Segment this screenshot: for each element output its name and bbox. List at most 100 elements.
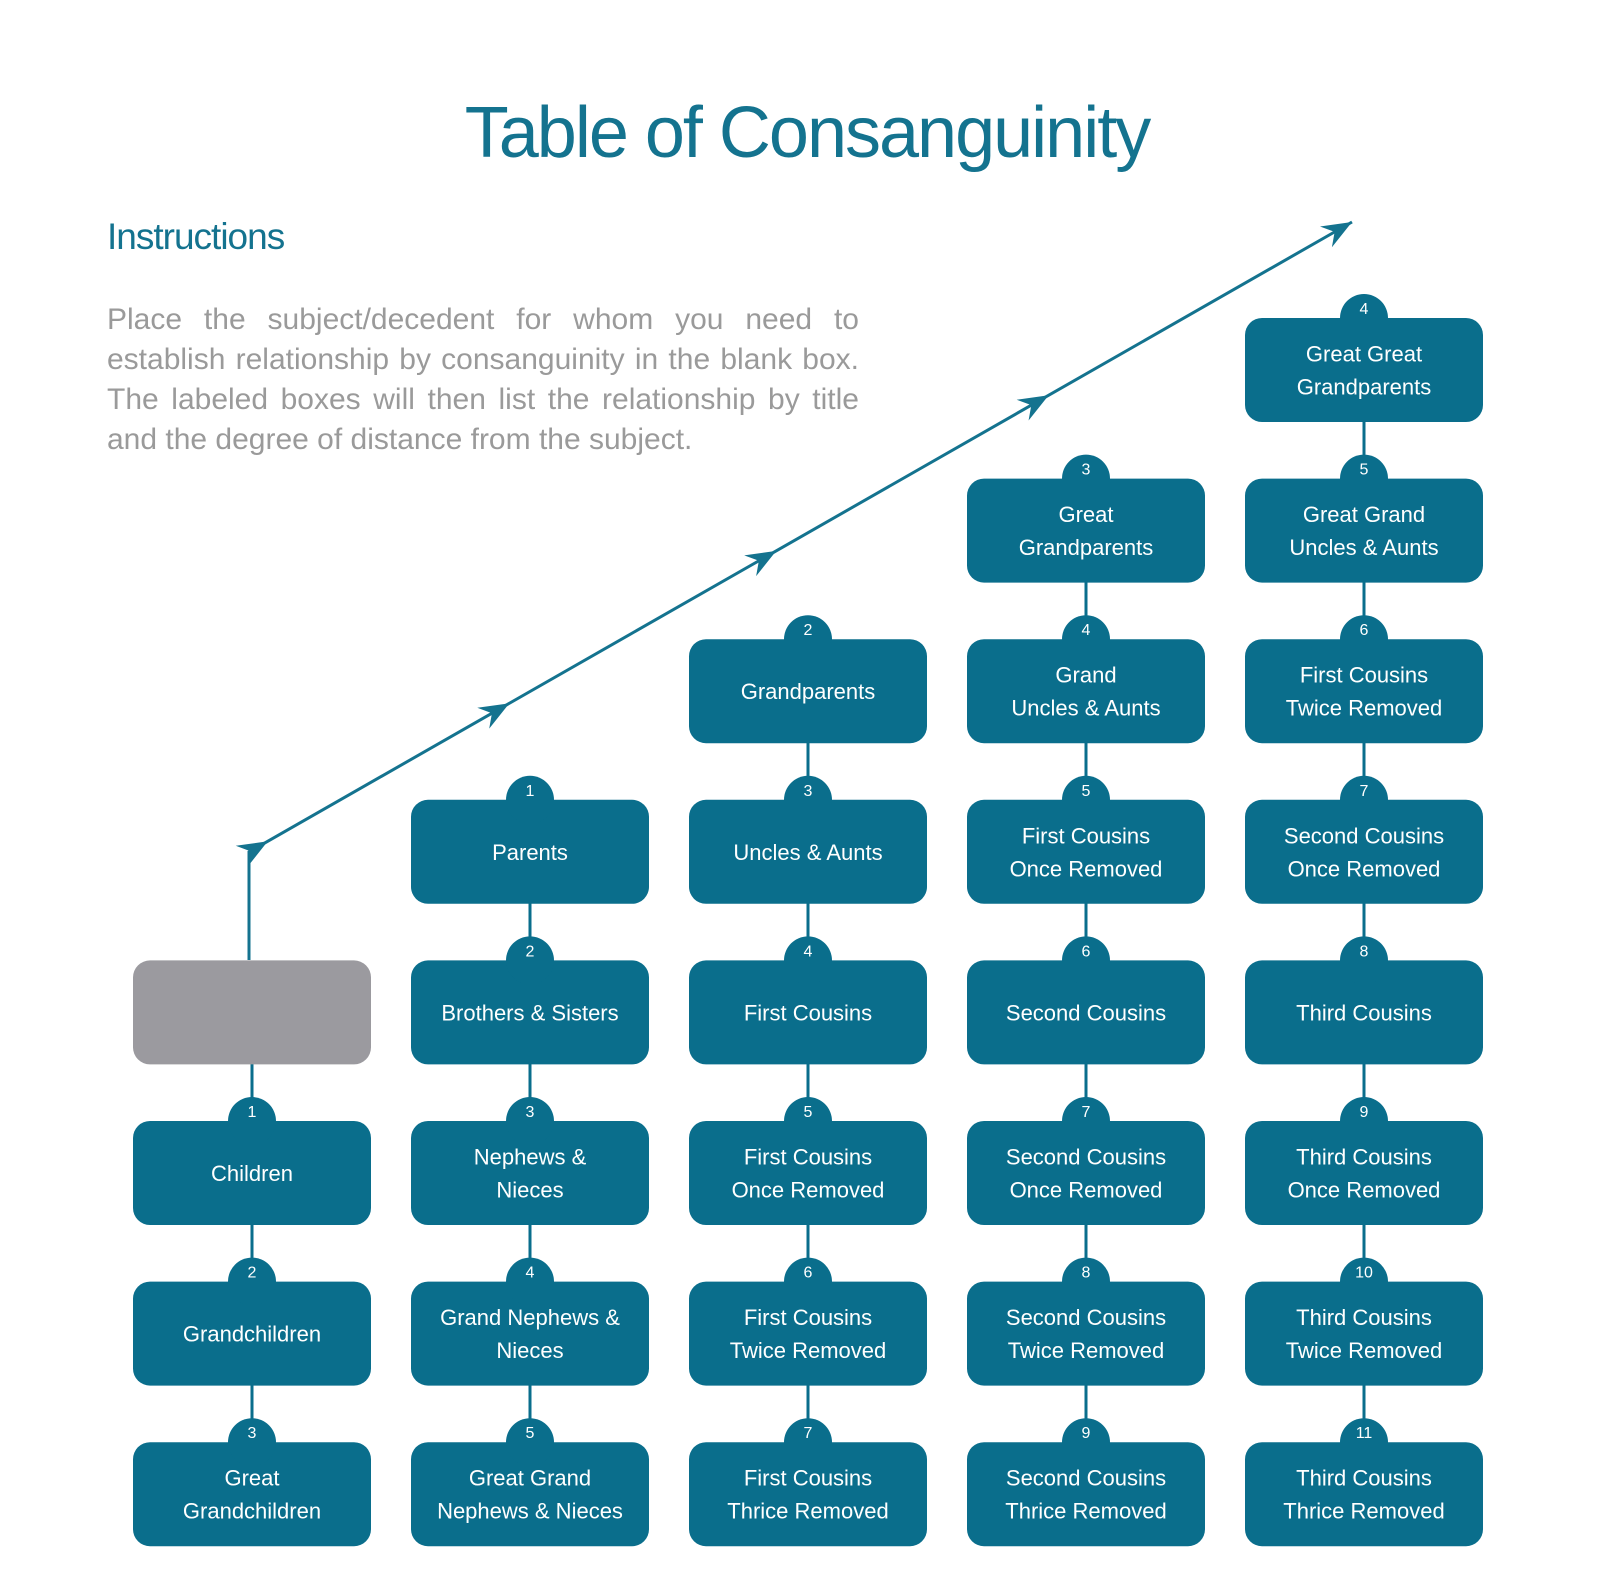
box-shape	[689, 1442, 927, 1547]
box-shape	[967, 1121, 1205, 1225]
degree-badge	[1340, 454, 1388, 503]
box-shape	[411, 1442, 649, 1547]
relationship-label: Grandchildren	[183, 1499, 321, 1524]
relationship-label: Thrice Removed	[1005, 1499, 1166, 1524]
relationship-label: Third Cousins	[1296, 1466, 1432, 1491]
box-shape	[133, 1442, 371, 1547]
degree-badge	[506, 775, 554, 824]
relationship-label: Second Cousins	[1006, 1145, 1166, 1170]
relationship-label: Great Grand	[1303, 502, 1425, 527]
box-shape	[967, 1281, 1205, 1386]
degree-number: 7	[1360, 783, 1369, 800]
box-shape	[133, 1121, 371, 1225]
degree-badge	[1062, 936, 1110, 985]
relationship-label: Grand	[1055, 663, 1116, 688]
box-shape	[967, 1442, 1205, 1547]
degree-badge	[1062, 454, 1110, 503]
arrowhead	[1016, 395, 1049, 421]
box-shape	[689, 799, 927, 904]
relationship-boxes: 1Children2Grandchildren3GreatGrandchildr…	[133, 294, 1483, 1547]
relationship-label: Nieces	[496, 1178, 563, 1203]
degree-number: 9	[1360, 1104, 1369, 1121]
degree-number: 4	[526, 1265, 535, 1282]
relationship-label: Second Cousins	[1284, 823, 1444, 848]
degree-number: 1	[248, 1104, 257, 1121]
relationship-label: Third Cousins	[1296, 1305, 1432, 1330]
degree-badge	[1340, 1418, 1388, 1467]
relationship-label: Children	[211, 1161, 293, 1186]
box-shape	[689, 639, 927, 744]
arrowhead	[1319, 222, 1352, 248]
relationship-label: Once Removed	[1288, 856, 1441, 881]
degree-badge	[1340, 1097, 1388, 1145]
relationship-label: Nephews &	[474, 1145, 587, 1170]
relationship-label: Second Cousins	[1006, 1466, 1166, 1491]
degree-number: 10	[1355, 1265, 1373, 1282]
box-shape	[1245, 960, 1483, 1065]
relationship-label: Once Removed	[732, 1178, 885, 1203]
relationship-label: Thrice Removed	[727, 1499, 888, 1524]
relationship-label: Grandparents	[741, 679, 876, 704]
degree-number: 2	[248, 1265, 257, 1282]
relationship-label: Grandparents	[1297, 375, 1432, 400]
arrowhead	[235, 841, 268, 867]
degree-number: 6	[1082, 943, 1091, 960]
degree-badge	[1062, 1418, 1110, 1467]
degree-number: 5	[1360, 462, 1369, 479]
box-shape	[1245, 1442, 1483, 1547]
box-shape	[1245, 478, 1483, 583]
degree-number: 2	[526, 943, 535, 960]
relationship-label: First Cousins	[1300, 663, 1428, 688]
degree-number: 6	[804, 1265, 813, 1282]
box-shape	[411, 1121, 649, 1225]
degree-number: 2	[804, 622, 813, 639]
instructions-heading: Instructions	[107, 216, 285, 257]
box-shape	[967, 960, 1205, 1065]
relationship-label: Parents	[492, 840, 568, 865]
box-shape	[1245, 1281, 1483, 1386]
instructions-text: Place the subject/decedent for whom you …	[107, 303, 859, 456]
relationship-label: Twice Removed	[730, 1338, 887, 1363]
degree-badge	[1340, 1257, 1388, 1306]
relationship-label: Twice Removed	[1286, 696, 1443, 721]
degree-number: 11	[1356, 1425, 1373, 1442]
box-shape	[967, 639, 1205, 744]
degree-badge	[1340, 615, 1388, 664]
relationship-label: First Cousins	[744, 1305, 872, 1330]
relationship-label: Twice Removed	[1286, 1338, 1443, 1363]
box-shape	[1245, 639, 1483, 744]
relationship-label: Great Great	[1306, 342, 1422, 367]
box-shape	[133, 1281, 371, 1386]
relationship-label: First Cousins	[744, 1000, 872, 1025]
box-shape	[689, 1121, 927, 1225]
blank-subject-box	[133, 960, 371, 1065]
ascending-arrow	[235, 220, 1353, 960]
degree-number: 6	[1360, 622, 1369, 639]
box-shape	[689, 1281, 927, 1386]
box-shape	[411, 1281, 649, 1386]
arrowhead	[477, 703, 510, 729]
relationship-label: Uncles & Aunts	[733, 840, 882, 865]
degree-badge	[1062, 775, 1110, 824]
relationship-label: First Cousins	[744, 1466, 872, 1491]
degree-badge	[506, 1257, 554, 1306]
degree-number: 4	[804, 943, 813, 960]
relationship-label: Nieces	[496, 1338, 563, 1363]
